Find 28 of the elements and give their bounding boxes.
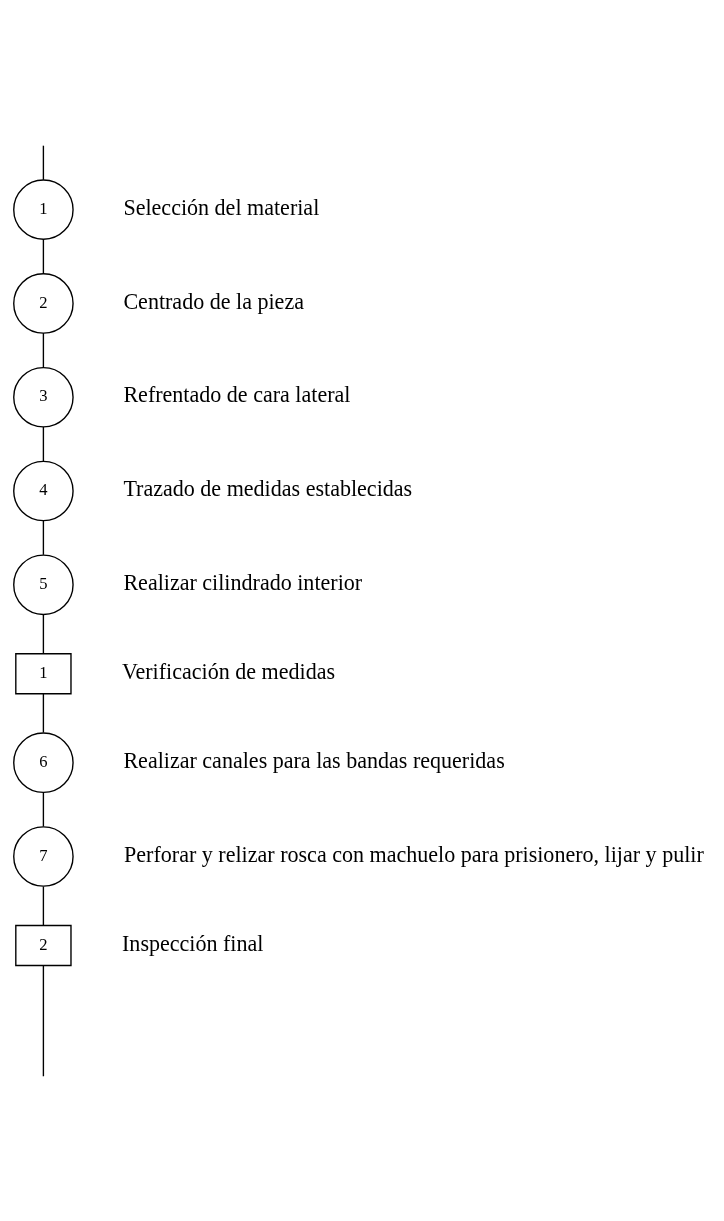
node-label: Realizar cilindrado interior	[123, 569, 363, 595]
node-label: Perforar y relizar rosca con machuelo para prisionero, lijar y pulir	[124, 841, 704, 867]
node-label: Inspección final	[122, 930, 264, 956]
connector	[42, 331, 45, 368]
node-circle: 7	[13, 825, 74, 887]
node-box: 1	[15, 652, 72, 694]
node-label: Refrentado de cara lateral	[123, 381, 351, 407]
connector	[42, 519, 45, 555]
node-box: 2	[15, 924, 72, 966]
connector	[42, 144, 45, 180]
node-label: Selección del material	[123, 194, 320, 220]
connector	[42, 238, 45, 274]
node-circle: 5	[13, 553, 74, 615]
node-label: Centrado de la pieza	[123, 288, 304, 314]
node-circle: 2	[13, 272, 74, 334]
node-circle: 3	[13, 366, 74, 428]
connector	[42, 885, 45, 926]
node-label: Realizar canales para las bandas requeridas	[123, 747, 505, 773]
connector	[42, 964, 45, 1077]
node-label: Trazado de medidas establecidas	[123, 475, 413, 501]
node-circle: 1	[13, 178, 74, 240]
node-label: Verificación de medidas	[122, 658, 336, 684]
connector	[42, 425, 45, 462]
connector	[42, 613, 45, 654]
connector	[42, 692, 45, 733]
node-circle: 6	[13, 731, 74, 793]
node-circle: 4	[13, 460, 74, 521]
connector	[42, 791, 45, 827]
